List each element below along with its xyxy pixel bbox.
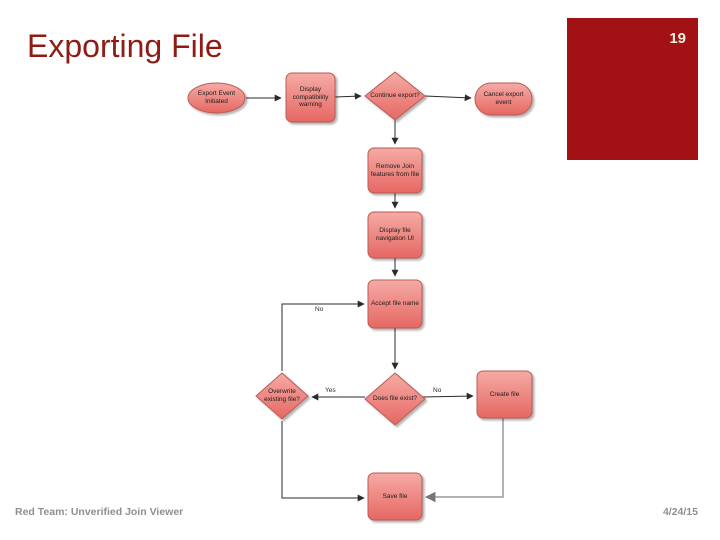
edge-continue-to-cancel [424,94,472,102]
edge-doesexist-no-to-create [422,392,474,400]
node-continue-export [364,71,426,121]
edge-overwrite-no-to-accept [281,300,365,371]
node-cancel-export [474,82,533,116]
edge-warning-to-continue [334,92,362,100]
node-remove-join [367,147,423,194]
node-save-file [367,472,423,521]
page-number: 19 [669,30,686,47]
node-create-file [476,370,533,419]
node-does-file-exist [364,372,426,426]
node-group [187,71,533,521]
footer-date: 4/24/15 [662,506,698,518]
node-overwrite-existing [255,372,309,420]
page-title: Exporting File [27,28,223,64]
connector-group [246,92,504,503]
node-accept-file-name [367,279,423,329]
node-display-warning [285,72,336,123]
footer-team-text: Red Team: Unverified Join Viewer [15,506,184,518]
node-export-event-initiated [187,82,246,114]
edge-overwrite-to-save [281,421,365,502]
page-number-box: 19 [567,18,698,160]
edge-create-to-save [424,418,504,503]
node-display-nav [367,211,423,259]
